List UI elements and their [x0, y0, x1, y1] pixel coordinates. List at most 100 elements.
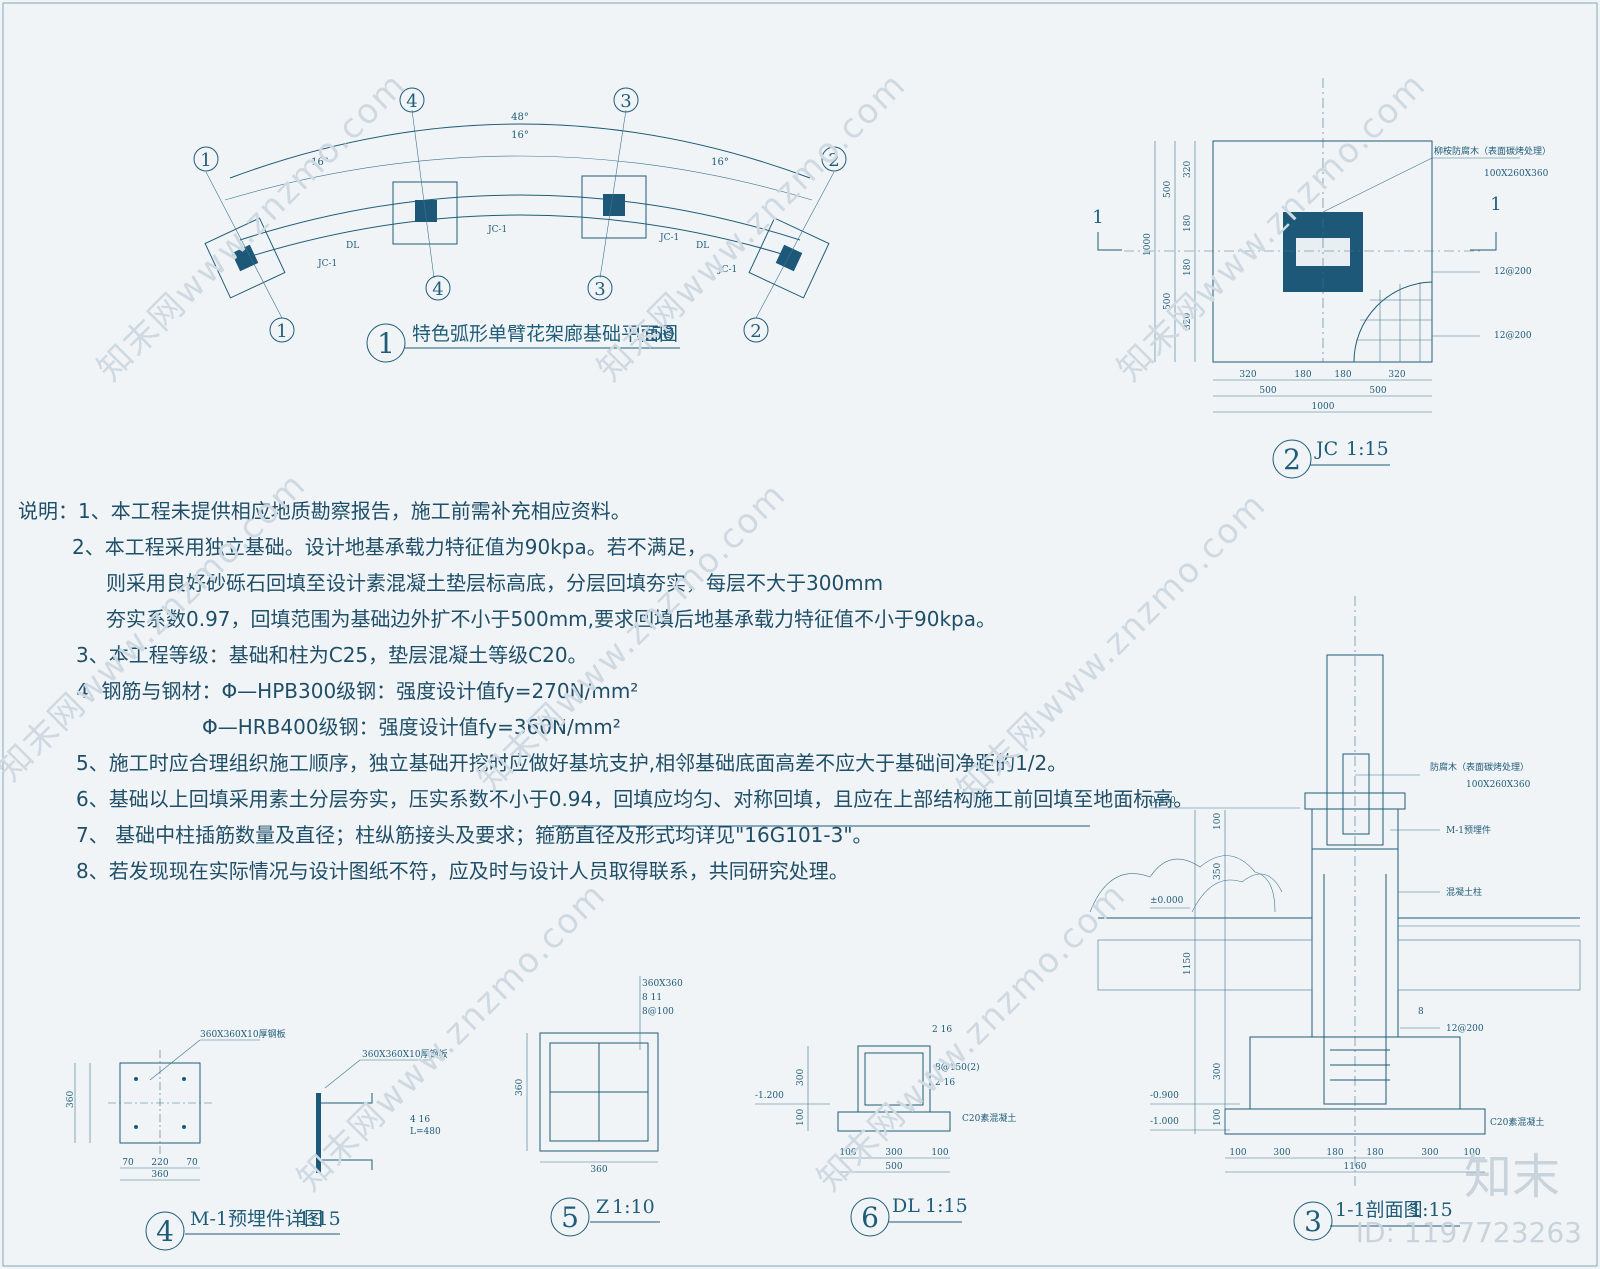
- svg-text:0.450: 0.450: [1150, 796, 1176, 806]
- svg-text:C20素混凝土: C20素混凝土: [1490, 1116, 1544, 1128]
- svg-text:防腐木（表面碳烤处理）: 防腐木（表面碳烤处理）: [1430, 761, 1529, 773]
- svg-text:12@200: 12@200: [1446, 1024, 1484, 1034]
- svg-text:500: 500: [1163, 293, 1173, 310]
- svg-text:350: 350: [1213, 863, 1223, 880]
- svg-text:500: 500: [1163, 181, 1173, 198]
- svg-text:320: 320: [1183, 313, 1193, 330]
- svg-text:320: 320: [1388, 370, 1405, 380]
- note-2: 2、本工程采用独立基础。设计地基承载力特征值为90kpa。若不满足，: [72, 535, 707, 559]
- svg-text:1:15: 1:15: [925, 1195, 968, 1217]
- svg-text:混凝土柱: 混凝土柱: [1446, 886, 1482, 898]
- svg-text:4: 4: [432, 279, 443, 300]
- svg-text:500: 500: [885, 1162, 902, 1172]
- image-id-watermark: ID: 1197723263: [1355, 1216, 1582, 1249]
- note-6: 6、基础以上回填采用素土分层夯实，压实系数不小于0.94，回填应均匀、对称回填，…: [76, 787, 1194, 811]
- svg-text:100: 100: [1229, 1148, 1246, 1158]
- note-1: 1、本工程未提供相应地质勘察报告，施工前需补充相应资料。: [78, 499, 631, 523]
- svg-text:300: 300: [1273, 1148, 1290, 1158]
- note-4: 4. 钢筋与钢材：Φ—HPB300级钢：强度设计值fy=270N/mm²: [76, 679, 639, 703]
- svg-text:M-1预埋件: M-1预埋件: [1446, 824, 1491, 836]
- svg-text:360: 360: [151, 1170, 168, 1180]
- svg-text:DL: DL: [346, 241, 359, 251]
- svg-text:JC-1: JC-1: [717, 265, 737, 275]
- svg-text:360X360: 360X360: [642, 979, 683, 989]
- svg-text:JC: JC: [1314, 438, 1338, 460]
- svg-text:360: 360: [66, 1091, 76, 1108]
- svg-text:180: 180: [1366, 1148, 1383, 1158]
- svg-text:1: 1: [276, 321, 287, 342]
- plan-drawing: 1 4 3 2 4 3 1 2 48° 16° 16° 16° JC-1 DL …: [193, 87, 847, 363]
- svg-text:100: 100: [1463, 1148, 1480, 1158]
- z-drawing: 360X360 8 11 8@100 360 360 5 Z 1:10: [515, 976, 683, 1237]
- svg-text:12@200: 12@200: [1494, 267, 1532, 277]
- svg-text:8: 8: [1418, 1007, 1424, 1017]
- svg-text:180: 180: [1334, 370, 1351, 380]
- design-notes: 说明：1、本工程未提供相应地质勘察报告，施工前需补充相应资料。 2、本工程采用独…: [18, 493, 1194, 889]
- svg-text:2 16: 2 16: [935, 1078, 955, 1088]
- note-8: 8、若发现现在实际情况与设计图纸不符，应及时与设计人员取得联系，共同研究处理。: [76, 859, 849, 883]
- svg-text:100X260X360: 100X260X360: [1484, 169, 1549, 179]
- svg-text:1000: 1000: [1312, 402, 1335, 412]
- svg-text:2: 2: [1283, 443, 1301, 476]
- svg-text:2: 2: [828, 150, 839, 171]
- svg-text:M-1预埋件详图: M-1预埋件详图: [190, 1208, 323, 1230]
- arc-dim-inner: [224, 155, 813, 201]
- svg-text:100: 100: [839, 1148, 856, 1158]
- svg-text:1160: 1160: [1344, 1162, 1367, 1172]
- svg-text:180: 180: [1183, 259, 1193, 276]
- svg-text:3: 3: [620, 91, 631, 112]
- svg-text:4 16: 4 16: [410, 1115, 430, 1125]
- svg-text:16°: 16°: [311, 157, 329, 168]
- svg-text:C20素混凝土: C20素混凝土: [962, 1112, 1016, 1124]
- arc-beam-outer: [239, 194, 801, 241]
- svg-text:70: 70: [122, 1158, 134, 1168]
- svg-text:1: 1: [1490, 194, 1501, 215]
- svg-text:16°: 16°: [511, 130, 529, 141]
- svg-text:6: 6: [861, 1201, 879, 1234]
- svg-text:360X360X10厚钢板: 360X360X10厚钢板: [200, 1028, 286, 1040]
- svg-text:2: 2: [750, 321, 761, 342]
- svg-text:3: 3: [594, 279, 605, 300]
- axis-label: 1: [200, 150, 211, 171]
- svg-text:5: 5: [561, 1201, 579, 1234]
- svg-text:500: 500: [1259, 386, 1276, 396]
- dl-drawing: 2 16 8@150(2) 2 16 C20素混凝土 -1.200 300 10…: [755, 1025, 1016, 1237]
- jc-plan-drawing: 1 1 320 180 180 320 500 500 1000 320 180…: [1092, 78, 1551, 479]
- svg-text:1:15: 1:15: [1410, 1199, 1453, 1221]
- note-2c: 夯实系数0.97，回填范围为基础边外扩不小于500mm,要求回填后地基承载力特征…: [106, 607, 997, 631]
- svg-text:500: 500: [1369, 386, 1386, 396]
- plan-num: 1: [377, 327, 395, 360]
- svg-text:1-1剖面图: 1-1剖面图: [1335, 1199, 1423, 1221]
- svg-text:1:15: 1:15: [1346, 438, 1389, 460]
- svg-text:1:10: 1:10: [612, 1196, 655, 1218]
- svg-text:DL: DL: [892, 1195, 920, 1217]
- note-7: 7、 基础中柱插筋数量及直径；柱纵筋接头及要求；箍筋直径及形式均详见"16G10…: [76, 823, 873, 847]
- svg-text:180: 180: [1294, 370, 1311, 380]
- svg-text:-0.900: -0.900: [1150, 1091, 1179, 1101]
- svg-text:100X260X360: 100X260X360: [1466, 780, 1531, 790]
- svg-text:220: 220: [151, 1158, 168, 1168]
- svg-text:4: 4: [156, 1215, 174, 1248]
- svg-text:-1.200: -1.200: [755, 1091, 784, 1101]
- svg-text:8@150(2): 8@150(2): [935, 1062, 980, 1073]
- footing-3: [581, 175, 647, 239]
- brand-watermark: 知末: [1463, 1149, 1560, 1205]
- svg-text:8 11: 8 11: [642, 993, 662, 1003]
- svg-text:-1.000: -1.000: [1150, 1117, 1179, 1127]
- svg-text:16°: 16°: [711, 157, 729, 168]
- m1-drawing: 360X360X10厚钢板 70 220 70 360 360 360X360X…: [66, 1028, 448, 1251]
- svg-text:L=480: L=480: [410, 1127, 441, 1137]
- svg-text:1:15: 1:15: [298, 1208, 341, 1230]
- svg-text:3: 3: [1304, 1205, 1322, 1238]
- note-5: 5、施工时应合理组织施工顺序，独立基础开挖时应做好基坑支护,相邻基础底面高差不应…: [76, 751, 1068, 775]
- svg-text:300: 300: [885, 1148, 902, 1158]
- svg-text:100: 100: [1213, 813, 1223, 830]
- svg-text:100: 100: [931, 1148, 948, 1158]
- svg-text:柳桉防腐木（表面碳烤处理）: 柳桉防腐木（表面碳烤处理）: [1434, 145, 1551, 157]
- svg-text:360: 360: [590, 1165, 607, 1175]
- svg-text:8@100: 8@100: [642, 1007, 674, 1017]
- svg-text:Z: Z: [596, 1196, 609, 1218]
- arc-dim-outer: [229, 123, 811, 179]
